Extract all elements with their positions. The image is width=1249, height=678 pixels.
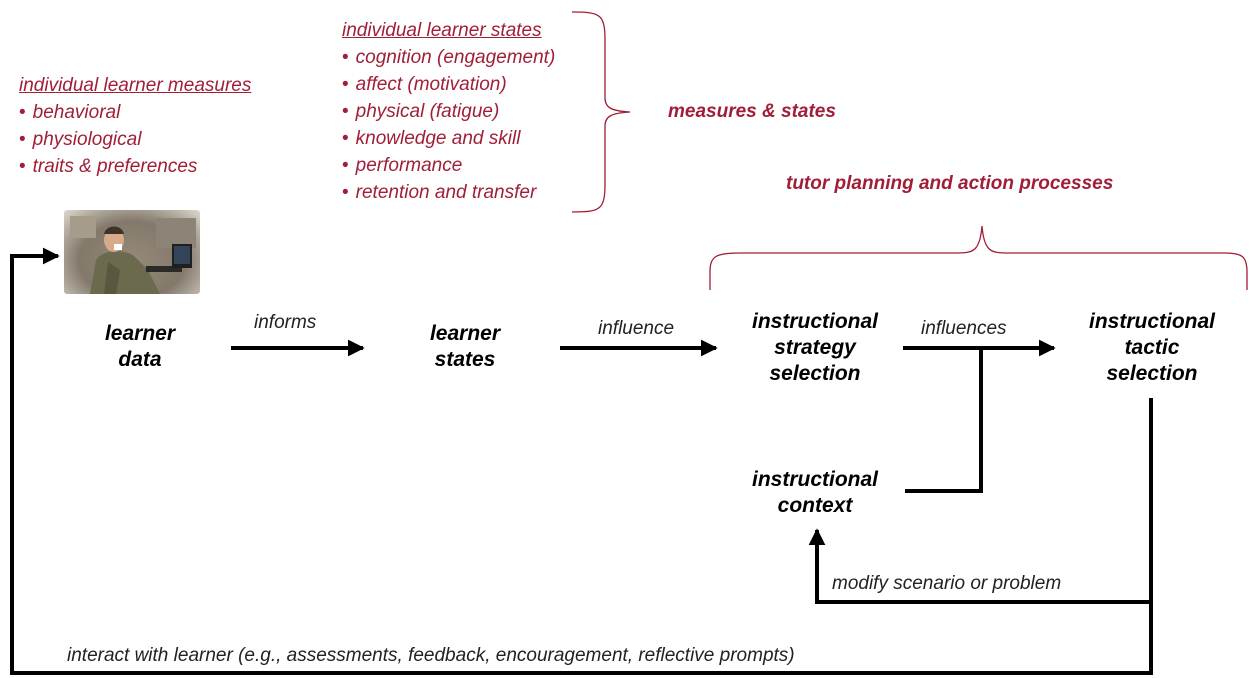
measures-states-label: measures & states [668, 101, 836, 122]
soldier-at-computer-photo [64, 210, 200, 294]
list-item: cognition (engagement) [342, 44, 556, 71]
learner-states-node: learner states [429, 322, 501, 371]
context-connector [905, 348, 983, 493]
list-item: retention and transfer [342, 179, 555, 206]
list-item: traits & preferences [19, 153, 251, 180]
instructional-strategy-node: instructional strategy selection [751, 310, 878, 385]
tutor-processes-brace [709, 225, 1248, 290]
influence-label: influence [598, 318, 675, 339]
learner-measures-heading: individual learner measures [19, 75, 252, 96]
tutor-processes-label: tutor planning and action processes [786, 173, 1114, 194]
interact-learner-label: interact with learner (e.g., assessments… [67, 645, 795, 666]
list-item: affect (motivation) [342, 71, 555, 98]
modify-scenario-arrow [808, 398, 1153, 604]
instructional-tactic-node: instructional tactic selection [1088, 310, 1215, 385]
measures-states-brace [571, 11, 631, 213]
learner-states-heading: individual learner states [342, 20, 542, 41]
list-item: performance [342, 152, 555, 179]
learner-measures-list: individual learner measures behavioral p… [19, 72, 251, 180]
learner-data-node: learner data [104, 322, 176, 371]
learner-states-list: individual learner states cognition (eng… [342, 17, 555, 206]
list-item: knowledge and skill [342, 125, 555, 152]
interact-learner-arrow [10, 247, 1153, 675]
instructional-context-node: instructional context [751, 468, 878, 517]
list-item: physiological [19, 126, 251, 153]
modify-scenario-label: modify scenario or problem [832, 573, 1062, 594]
influences-label: influences [921, 318, 1007, 339]
informs-label: informs [254, 312, 317, 333]
list-item: behavioral [19, 99, 251, 126]
list-item: physical (fatigue) [342, 98, 555, 125]
